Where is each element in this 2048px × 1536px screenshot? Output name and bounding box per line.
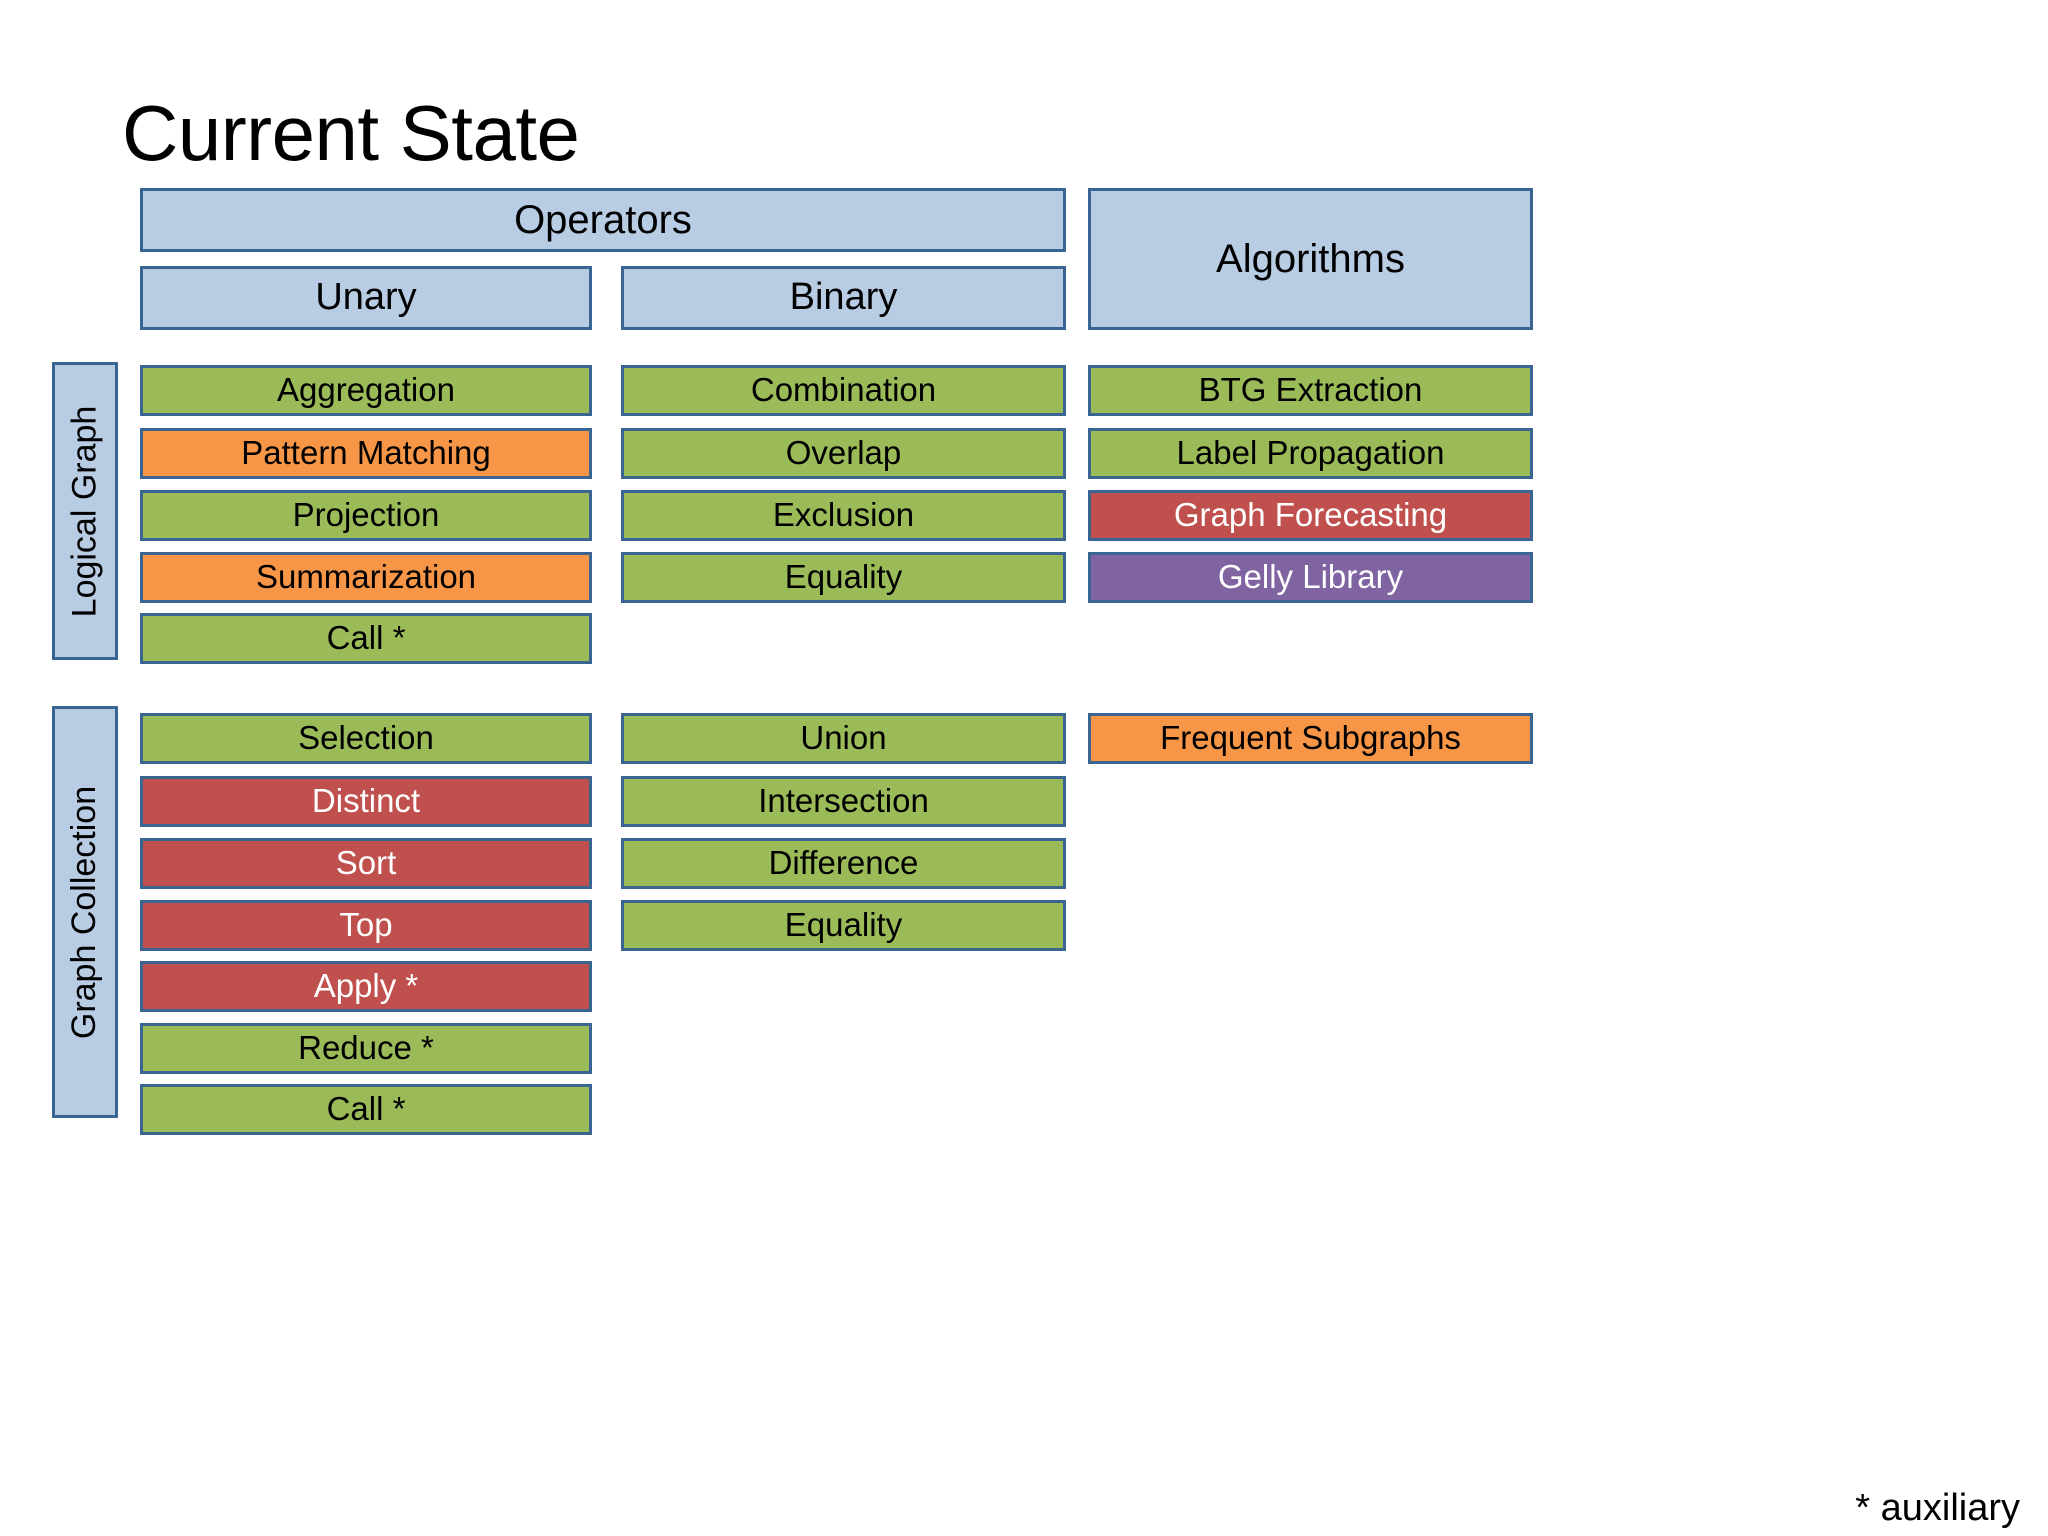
cell-logical-algorithms-2[interactable]: Graph Forecasting [1088,490,1533,541]
cell-logical-binary-3[interactable]: Equality [621,552,1066,603]
cell-collection-binary-1[interactable]: Intersection [621,776,1066,827]
cell-logical-unary-2[interactable]: Projection [140,490,592,541]
cell-logical-algorithms-1[interactable]: Label Propagation [1088,428,1533,479]
cell-collection-unary-2[interactable]: Sort [140,838,592,889]
header-unary: Unary [140,266,592,330]
row-label-logical-graph: Logical Graph [52,362,118,660]
cell-logical-binary-1[interactable]: Overlap [621,428,1066,479]
auxiliary-footnote: * auxiliary [1855,1487,2020,1529]
cell-collection-unary-5[interactable]: Reduce * [140,1023,592,1074]
cell-collection-unary-3[interactable]: Top [140,900,592,951]
cell-logical-unary-1[interactable]: Pattern Matching [140,428,592,479]
header-binary: Binary [621,266,1066,330]
cell-collection-algorithms-0[interactable]: Frequent Subgraphs [1088,713,1533,764]
cell-collection-unary-6[interactable]: Call * [140,1084,592,1135]
cell-collection-unary-1[interactable]: Distinct [140,776,592,827]
cell-logical-binary-0[interactable]: Combination [621,365,1066,416]
cell-logical-unary-3[interactable]: Summarization [140,552,592,603]
row-label-graph-collection: Graph Collection [52,706,118,1118]
cell-collection-unary-0[interactable]: Selection [140,713,592,764]
row-label-graph-collection-text: Graph Collection [65,785,104,1039]
header-algorithms: Algorithms [1088,188,1533,330]
cell-logical-unary-4[interactable]: Call * [140,613,592,664]
cell-collection-unary-4[interactable]: Apply * [140,961,592,1012]
cell-logical-binary-2[interactable]: Exclusion [621,490,1066,541]
page-title: Current State [122,89,580,177]
cell-collection-binary-2[interactable]: Difference [621,838,1066,889]
cell-collection-binary-0[interactable]: Union [621,713,1066,764]
header-operators: Operators [140,188,1066,252]
cell-logical-algorithms-0[interactable]: BTG Extraction [1088,365,1533,416]
cell-logical-algorithms-3[interactable]: Gelly Library [1088,552,1533,603]
cell-logical-unary-0[interactable]: Aggregation [140,365,592,416]
cell-collection-binary-3[interactable]: Equality [621,900,1066,951]
row-label-logical-graph-text: Logical Graph [65,405,104,617]
